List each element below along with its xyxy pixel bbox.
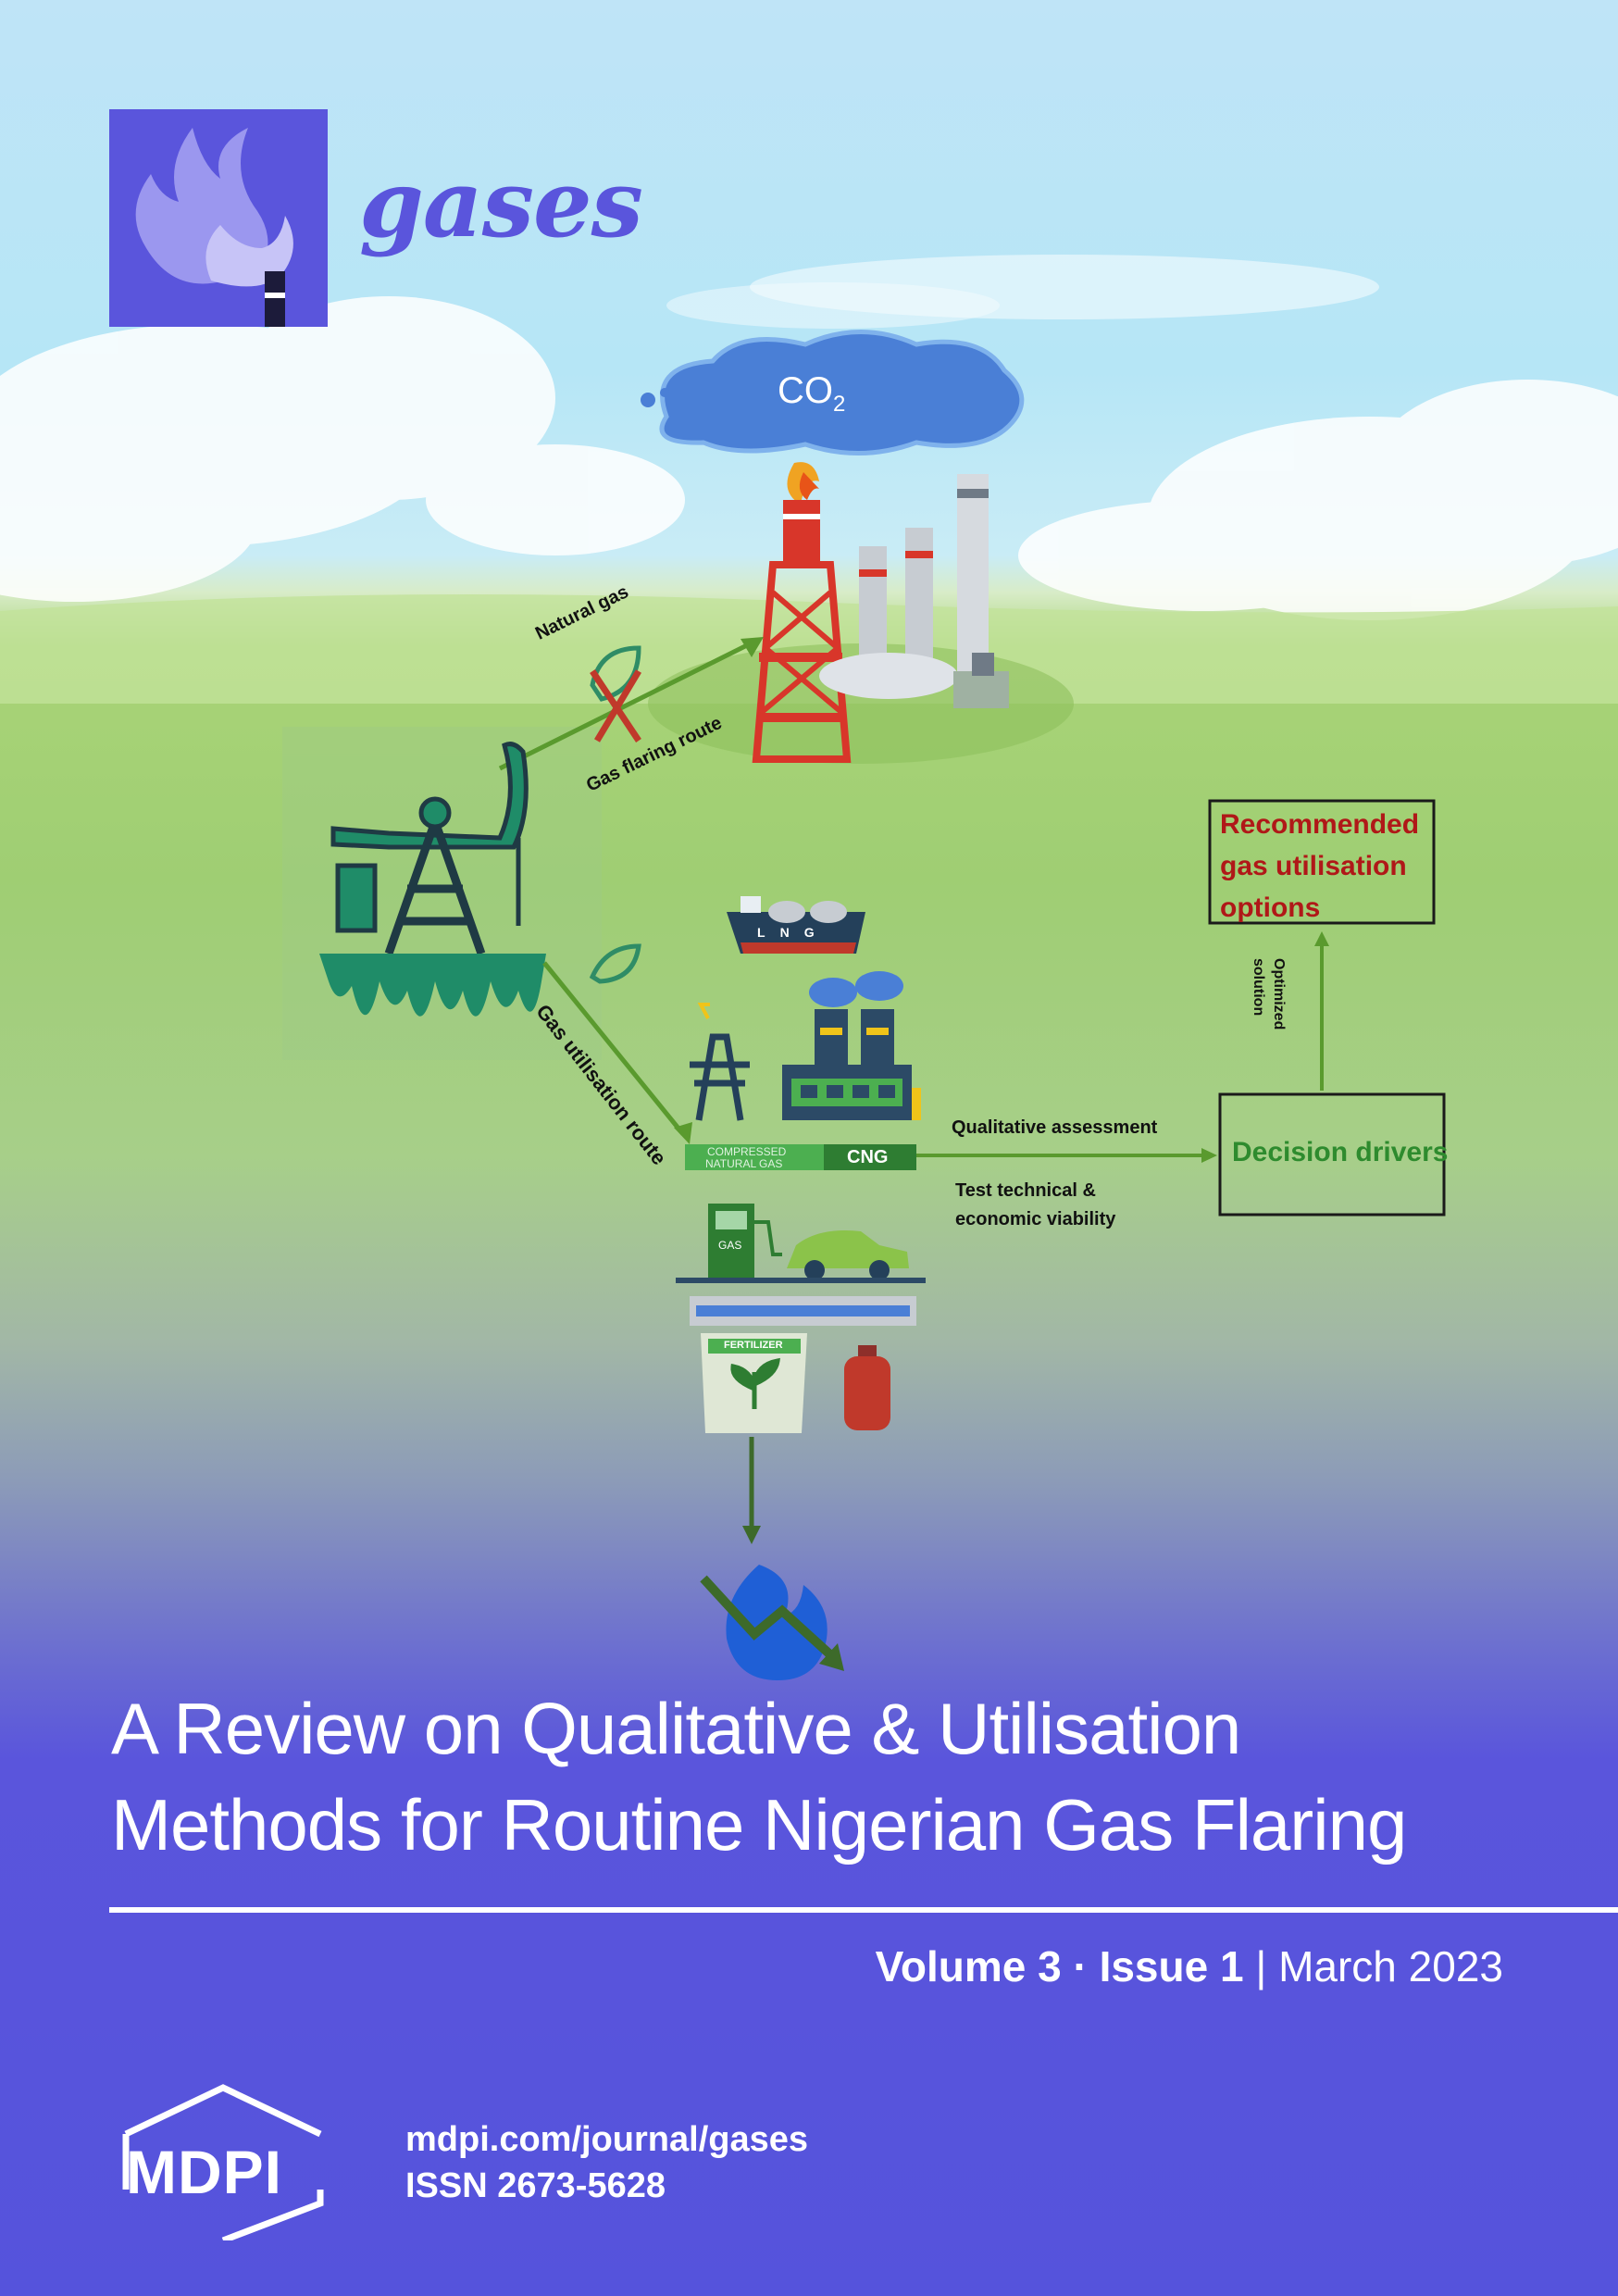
mdpi-wordmark: MDPI bbox=[126, 2138, 282, 2206]
recommended-options-box bbox=[1208, 799, 1436, 925]
journal-url[interactable]: mdpi.com/journal/gases bbox=[405, 2120, 808, 2159]
lng-ship-icon bbox=[727, 896, 865, 954]
divider-line bbox=[109, 1907, 1618, 1913]
co2-subscript: 2 bbox=[833, 392, 846, 417]
article-title-line2: Methods for Routine Nigerian Gas Flaring bbox=[111, 1784, 1407, 1866]
down-arrow bbox=[742, 1437, 761, 1544]
cng-banner bbox=[685, 1144, 916, 1170]
recommended-line3: options bbox=[1220, 892, 1321, 923]
decision-drivers-box bbox=[1218, 1092, 1446, 1217]
lng-letter: N bbox=[779, 925, 804, 940]
article-title: A Review on Qualitative & Utilisation Me… bbox=[111, 1680, 1555, 1873]
gas-pump-label: GAS bbox=[718, 1239, 742, 1252]
co2-label: CO2 bbox=[778, 370, 845, 418]
issue-date: March 2023 bbox=[1278, 1942, 1503, 1990]
cng-label: CNG bbox=[847, 1147, 889, 1167]
pipe-separator: | bbox=[1255, 1942, 1267, 1990]
gas-flaring-arrow bbox=[498, 637, 764, 771]
issue-info: Volume 3 · Issue 1 | March 2023 bbox=[876, 1940, 1503, 1992]
journal-name: gases bbox=[359, 149, 643, 258]
co2-cloud-icon bbox=[641, 330, 1025, 455]
pipeline-icon bbox=[690, 1296, 916, 1326]
flame-chimney-icon bbox=[135, 128, 293, 327]
decision-drivers-label: Decision drivers bbox=[1232, 1137, 1449, 1167]
optimized-line1: Optimized bbox=[1271, 958, 1287, 1030]
qualitative-arrow bbox=[916, 1148, 1217, 1163]
gas-station-car-icon bbox=[676, 1204, 926, 1283]
co2-text: CO bbox=[778, 370, 833, 411]
pump-jack-icon bbox=[319, 742, 546, 1017]
recommended-options-label: Recommended gas utilisation options bbox=[1220, 804, 1419, 929]
crossed-leaf-icon bbox=[590, 645, 642, 742]
issn: ISSN 2673-5628 bbox=[405, 2166, 666, 2205]
mdpi-hexagon-icon bbox=[122, 2084, 324, 2244]
optimized-arrow bbox=[1314, 931, 1329, 1091]
test-viability-line2: economic viability bbox=[955, 1209, 1116, 1229]
recommended-line2: gas utilisation bbox=[1220, 851, 1407, 881]
flame-reduction-icon bbox=[700, 1565, 844, 1680]
test-viability-line1: Test technical & bbox=[955, 1180, 1096, 1201]
article-title-line1: A Review on Qualitative & Utilisation bbox=[111, 1688, 1241, 1769]
optimized-line2: solution bbox=[1251, 958, 1266, 1017]
power-plant-icon bbox=[690, 971, 921, 1121]
recommended-line1: Recommended bbox=[1220, 809, 1420, 840]
background-clouds bbox=[0, 255, 1618, 620]
journal-logo bbox=[109, 109, 328, 327]
qualitative-assessment-label: Qualitative assessment bbox=[952, 1117, 1158, 1138]
cng-bottom-label: NATURAL GAS bbox=[705, 1157, 783, 1170]
fertilizer-bag-icon bbox=[701, 1333, 807, 1433]
mdpi-logo: MDPI bbox=[107, 2083, 339, 2245]
volume-label: Volume 3 bbox=[875, 1942, 1062, 1990]
lng-letter: G bbox=[803, 925, 829, 940]
journal-info: mdpi.com/journal/gases ISSN 2673-5628 bbox=[405, 2116, 808, 2209]
leaf-icon bbox=[589, 943, 641, 984]
lng-label: LNG bbox=[757, 925, 829, 940]
gas-cylinder-icon bbox=[844, 1345, 890, 1430]
fertilizer-label: FERTILIZER bbox=[724, 1340, 783, 1351]
optimized-solution-label: Optimized solution bbox=[1248, 958, 1288, 1029]
lng-letter: L bbox=[757, 925, 780, 940]
gas-utilisation-arrow bbox=[542, 961, 692, 1144]
issue-label: Issue 1 bbox=[1099, 1942, 1244, 1990]
dot-separator: · bbox=[1073, 1942, 1088, 1990]
refinery-icon bbox=[819, 474, 1009, 708]
cng-top-label: COMPRESSED bbox=[707, 1145, 787, 1158]
